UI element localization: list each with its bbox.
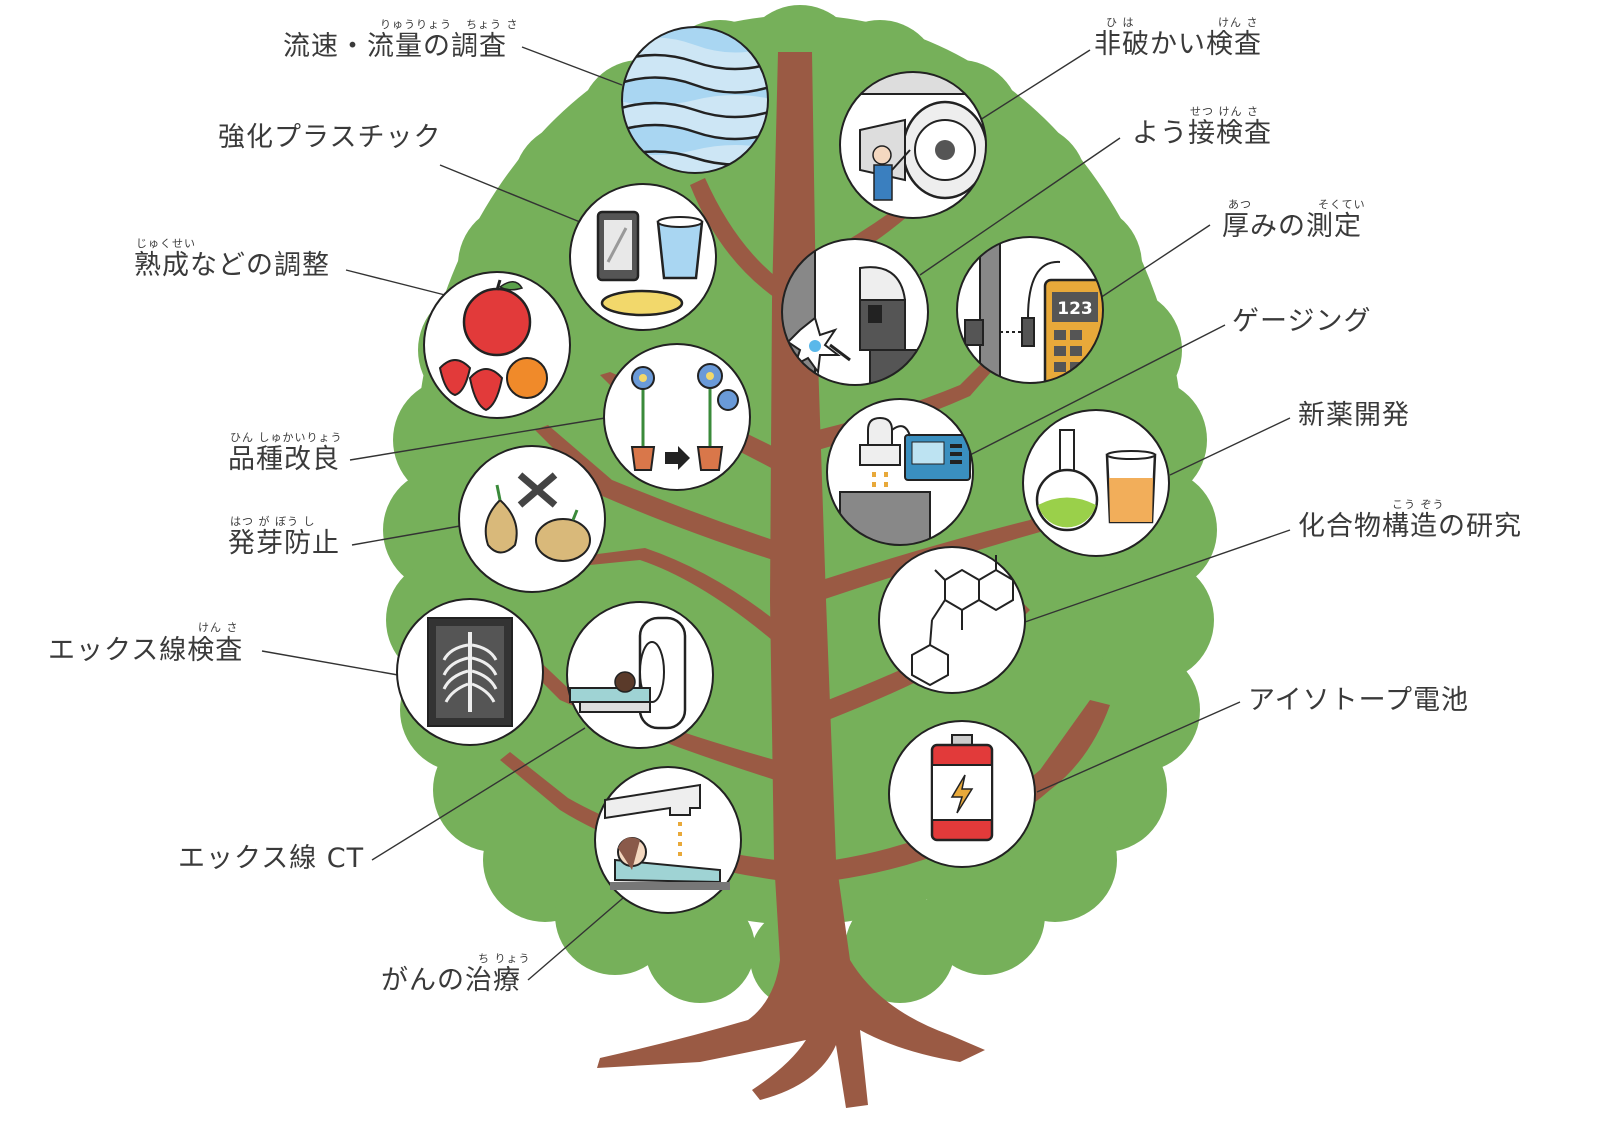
ndt-ruby-a: ひ は xyxy=(1106,16,1135,29)
thickness-ruby-b: そくてい xyxy=(1318,198,1366,211)
flow-survey-ruby-a: りゅうりょう xyxy=(380,18,452,31)
tablet-cup-plate-icon xyxy=(596,210,704,317)
isotope-battery-icon xyxy=(930,734,994,842)
label-xray-ct: エックス線 CT xyxy=(178,843,365,874)
ripening-circle xyxy=(423,271,571,419)
weld-ruby: せつ けん さ xyxy=(1190,105,1259,118)
flask-beaker-icon xyxy=(1035,429,1157,532)
thickness-ruby-a: あつ xyxy=(1228,198,1252,211)
sprout-prevention-circle xyxy=(458,445,606,593)
drug-development-circle xyxy=(1022,409,1170,557)
ndt-ruby-b: けん さ xyxy=(1218,16,1259,29)
molecule-structure-icon xyxy=(911,555,1014,687)
label-drug-development: 新薬開発 xyxy=(1298,400,1410,431)
xray-inspection-circle xyxy=(396,598,544,746)
gauging-circle xyxy=(826,398,974,546)
label-reinforced-plastic: 強化プラスチック xyxy=(218,122,442,153)
label-ndt: 非破かい検査 xyxy=(1094,29,1262,60)
cancer-treatment-circle xyxy=(594,766,742,914)
gauge-readout: 123 xyxy=(1057,299,1093,319)
label-thickness: 厚みの測定 xyxy=(1222,211,1362,242)
xray-ruby: けん さ xyxy=(198,621,239,634)
xray-ct-circle xyxy=(566,601,714,749)
compound-ruby: こう ぞう xyxy=(1392,498,1445,511)
label-flow-survey: 流速・流量の調査 xyxy=(283,31,507,62)
sprout-ruby: はつ が ぼう し xyxy=(230,515,316,528)
flow-survey-ruby-b: ちょう さ xyxy=(466,18,519,31)
label-compound-structure: 化合物構造の研究 xyxy=(1298,511,1522,542)
label-xray-inspection: エックス線検査 xyxy=(48,635,244,666)
label-breeding: 品種改良 xyxy=(228,444,340,475)
breeding-circle xyxy=(603,343,751,491)
label-cancer-treatment: がんの治療 xyxy=(381,965,521,996)
label-gauging: ゲージング xyxy=(1232,306,1372,337)
flower-pots-arrow-icon xyxy=(630,363,739,471)
chest-xray-film-icon xyxy=(427,617,513,727)
isotope-battery-circle xyxy=(888,720,1036,868)
reinforced-plastic-circle xyxy=(569,183,717,331)
label-weld-inspection: よう接検査 xyxy=(1132,118,1272,149)
leader-lines xyxy=(261,46,1291,981)
label-sprout-prevention: 発芽防止 xyxy=(228,528,340,559)
label-ripening: 熟成などの調整 xyxy=(134,250,330,281)
cancer-ruby: ち りょう xyxy=(478,952,531,965)
radiation-therapy-patient-icon xyxy=(604,783,730,890)
breeding-ruby: ひん しゅかいりょう xyxy=(230,431,343,444)
ripening-ruby: じゅくせい xyxy=(136,237,196,250)
onion-potato-cross-icon xyxy=(484,472,591,562)
compound-structure-circle xyxy=(878,546,1026,694)
apple-strawberry-orange-icon xyxy=(438,279,548,412)
label-isotope-battery: アイソトープ電池 xyxy=(1248,685,1470,716)
ct-scanner-patient-icon xyxy=(569,616,687,730)
